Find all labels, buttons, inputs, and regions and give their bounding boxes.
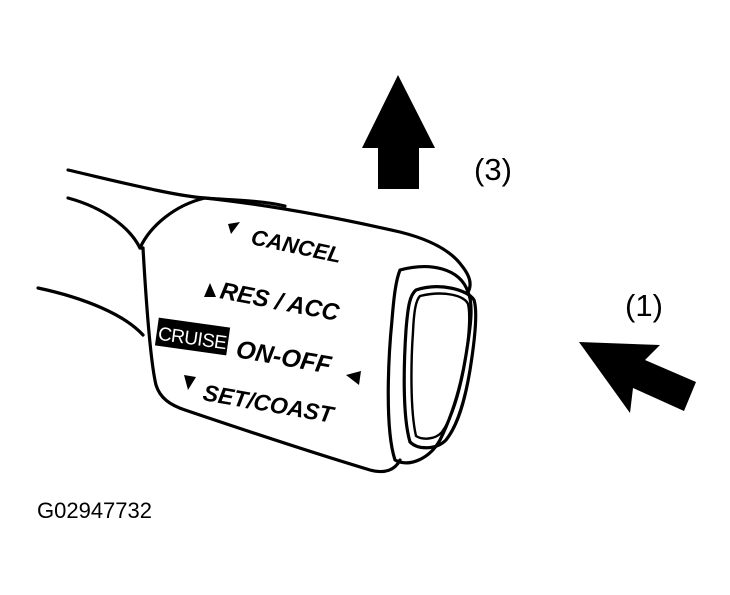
triangle-left-icon — [346, 371, 361, 385]
callout-3-label: (3) — [474, 152, 512, 187]
cancel-label: CANCEL — [249, 224, 344, 268]
arrow-down-left-icon — [579, 342, 696, 413]
figure-id: G02947732 — [37, 498, 152, 523]
triangle-down-icon — [184, 375, 196, 390]
on-off-label: ON-OFF — [234, 335, 334, 379]
pull-direction-arrow: (3) — [362, 75, 512, 189]
set-coast-row: SET/COAST — [184, 375, 337, 428]
triangle-up-icon — [204, 283, 216, 297]
triangle-down-left-icon — [228, 222, 240, 234]
cruise-control-lever — [36, 168, 478, 474]
arrow-up-icon — [362, 75, 435, 189]
callout-1-label: (1) — [625, 288, 663, 323]
res-acc-row: RES / ACC — [204, 277, 342, 327]
on-off-row: CRUISE ON-OFF — [154, 317, 361, 385]
res-acc-label: RES / ACC — [218, 277, 342, 327]
cruise-badge — [154, 317, 231, 356]
push-direction-arrow: (1) — [579, 288, 696, 413]
cancel-row: CANCEL — [228, 222, 344, 268]
